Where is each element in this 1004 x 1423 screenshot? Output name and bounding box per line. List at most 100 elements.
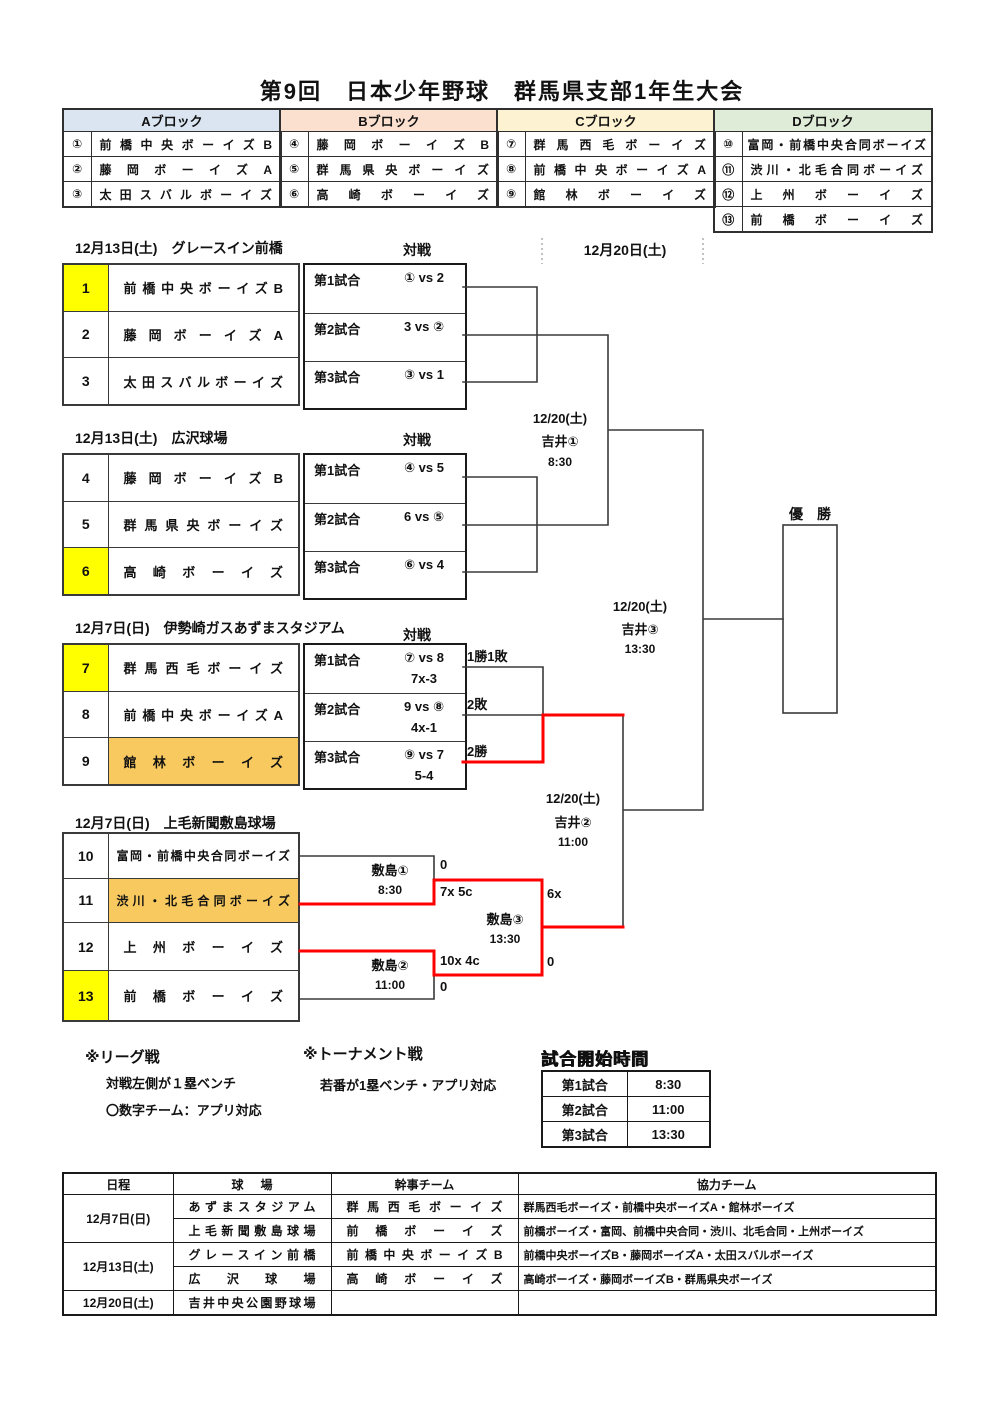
schedule-support: 前橋ボーイズ・富岡、前橋中央合同・渋川、北毛合同・上州ボーイズ [517,1218,937,1243]
team-name: 群馬西毛ボーイズ [524,131,716,157]
game-pairing: ⑦ vs 8 [404,650,444,665]
schedule-support: 群馬西毛ボーイズ・前橋中央ボーイズA・館林ボーイズ [517,1194,937,1219]
team-name: 前橋ボーイズ [107,970,300,1022]
team-name: 群馬県央ボーイズ [307,156,499,182]
tournament-legend-title: ※トーナメント戦 [303,1046,423,1063]
schedule-manager: 前橋ボーイズ [330,1218,519,1243]
record-team9: 2勝 [467,744,488,759]
game-label: 第2試合 [314,321,361,337]
schedule-row: 12月13日(土) グレースイン前橋 前橋中央ボーイズB 前橋中央ボーイズB・藤… [62,1242,937,1291]
game-result: 7x-3 [410,671,438,686]
yoshii3-name: 吉井③ [621,622,659,637]
team-name: 前橋中央ボーイズA [524,156,716,182]
game-pairing: ③ vs 1 [404,367,444,383]
champion-label: 優 勝 [789,506,831,522]
team-number: 11 [62,877,109,923]
team-number: 2 [62,310,109,359]
schedule-date: 12月20日(土) [62,1290,174,1316]
league-legend-title: ※リーグ戦 [85,1049,160,1066]
page-title: 第9回 日本少年野球 群馬県支部1年生大会 [259,79,745,104]
yoshii2-time: 11:00 [557,835,589,849]
schedule-row: 広沢球場 高崎ボーイズ 高崎ボーイズ・藤岡ボーイズB・群馬県央ボーイズ [63,1266,937,1291]
game-result: 4x-1 [410,719,438,735]
schedule-row: 上毛新聞敷島球場 前橋ボーイズ 前橋ボーイズ・富岡、前橋中央合同・渋川、北毛合同… [63,1218,937,1243]
shikishima2-score-bottom: 0 [440,979,448,994]
game-pairing: 3 vs ② [404,318,444,334]
start-time-game: 第2試合 [541,1096,628,1122]
yoshii3-time: 13:30 [624,642,656,656]
team-number: 12 [62,921,109,972]
team-name: 藤岡ボーイズB [107,453,300,502]
team-seed: ② [62,156,92,182]
team-name: 富岡・前橋中央合同ボーイズ [107,832,300,879]
team-name: 藤岡ボーイズA [90,156,282,182]
team-name: 前橋中央ボーイズB [107,263,300,312]
shikishima3-name: 敷島③ [486,912,524,927]
schedule-venue: 上毛新聞敷島球場 [172,1218,332,1243]
vs-header-2: 対戦 [403,432,431,448]
shikishima1-time: 8:30 [377,883,403,897]
game-label: 第1試合 [314,653,361,668]
block-d-header: Dブロック [713,108,933,132]
start-time-value: 8:30 [626,1070,711,1097]
team-number: 3 [62,357,109,406]
schedule-support: 高崎ボーイズ・藤岡ボーイズB・群馬県央ボーイズ [517,1266,937,1291]
schedule-header-date: 日程 [62,1172,174,1195]
schedule-venue: 吉井中央公園野球場 [172,1290,332,1316]
shikishima2-score-top: 10x 4c [440,953,480,968]
schedule-venue: あずまスタジアム [172,1194,332,1219]
league-legend-note1: 対戦左側が１塁ベンチ [106,1076,237,1091]
yoshii2-name: 吉井② [554,815,592,830]
start-time-value: 11:00 [626,1096,711,1122]
team-number: 6 [62,547,109,596]
team-number: 8 [62,690,109,739]
team-number: 4 [62,453,109,502]
team-number: 7 [62,643,109,692]
record-team7: 1勝1敗 [467,649,508,664]
block-a-header: Aブロック [62,108,282,132]
team-seed: ④ [279,131,309,157]
shikishima2-time: 11:00 [374,978,406,992]
team-name: 富岡・前橋中央合同ボーイズ [741,131,933,157]
venue-title-2: 12月13日(土) 広沢球場 [75,430,228,446]
yoshii1-time: 8:30 [547,455,573,469]
game-label: 第1試合 [314,463,361,478]
yoshii1-name: 吉井① [541,434,579,449]
team-number: 1 [62,263,109,312]
team-name: 渋川・北毛合同ボーイズ [741,156,933,182]
schedule-venue: グレースイン前橋 [172,1242,332,1267]
tournament-legend-note: 若番が1塁ベンチ・アプリ対応 [320,1078,497,1093]
game-pairing: ① vs 2 [404,270,444,285]
team-name: 群馬西毛ボーイズ [107,643,300,692]
schedule-row: 12月7日(日) あずまスタジアム 群馬西毛ボーイズ 群馬西毛ボーイズ・前橋中央… [62,1194,937,1243]
team-name: 前橋ボーイズ [741,206,933,233]
team-name: 藤岡ボーイズA [107,310,300,359]
team-number: 10 [62,832,109,879]
game-label: 第2試合 [314,511,361,527]
schedule-manager [330,1290,519,1316]
team-name: 前橋中央ボーイズA [107,690,300,739]
game-row: 第3試合 ⑥ vs 4 [305,551,465,600]
team-name: 前橋中央ボーイズB [90,131,282,157]
team-seed: ⑥ [279,181,309,208]
team-seed: ① [62,131,92,157]
game-pairing: ⑥ vs 4 [404,557,444,573]
team-name: 渋川・北毛合同ボーイズ [107,877,300,923]
game-label: 第3試合 [314,560,361,576]
start-time-game: 第3試合 [541,1121,628,1148]
shikishima1-score-bottom: 7x 5c [440,884,473,899]
team-name: 太田スバルボーイズ [107,357,300,406]
schedule-date: 12月7日(日) [62,1194,174,1243]
record-team8: 2敗 [467,697,488,712]
